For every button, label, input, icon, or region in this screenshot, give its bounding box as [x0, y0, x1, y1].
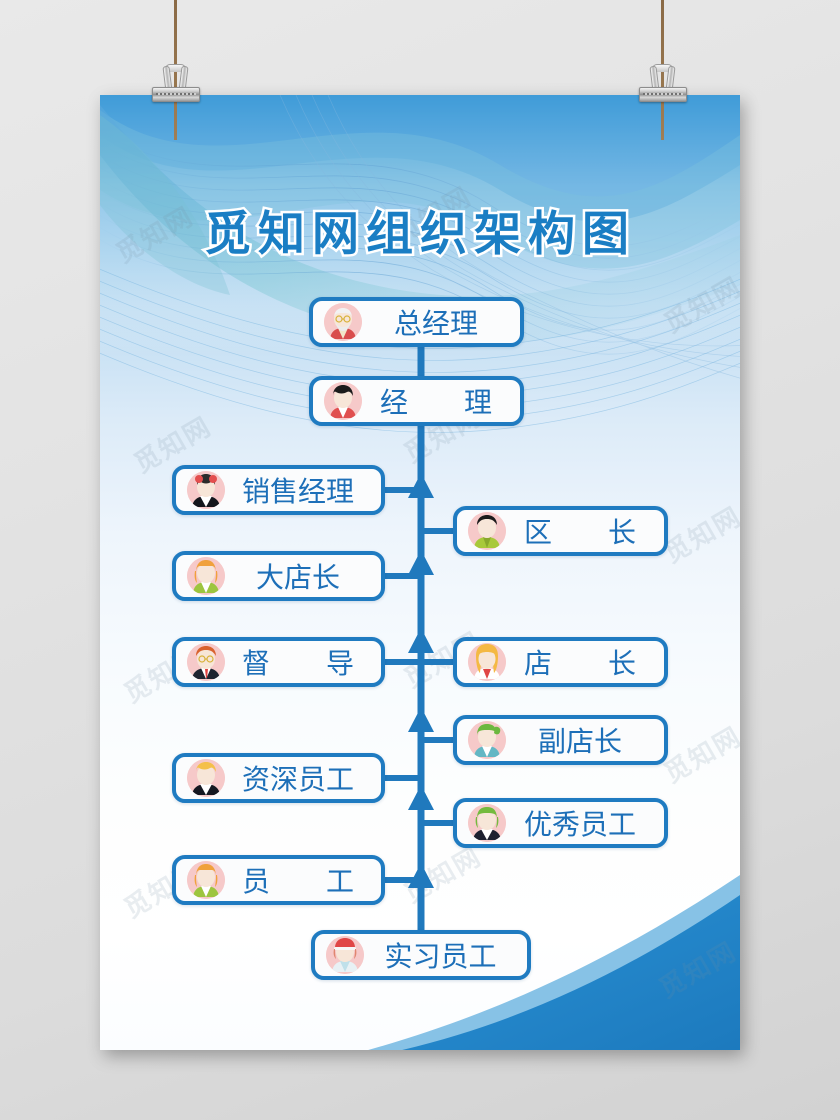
- poster: 觅知网 觅知网 觅知网 觅知网 觅知网 觅知网 觅知网 觅知网 觅知网 觅知网 …: [100, 95, 740, 1050]
- elder-man-glasses-beard-avatar: [324, 303, 362, 341]
- woman-orange-hair-green-vest-avatar: [187, 557, 225, 595]
- org-node-label: 总经理: [393, 307, 478, 340]
- org-node-big-store-manager[interactable]: 大店长: [172, 551, 385, 601]
- org-node-district-manager[interactable]: 区 长: [453, 506, 668, 556]
- woman-blonde-long-hair-avatar: [468, 643, 506, 681]
- clip-jaw: [152, 87, 200, 102]
- org-node-label: 实习员工: [384, 940, 497, 973]
- org-node-intern-employee[interactable]: 实习员工: [311, 930, 531, 980]
- org-node-label: 员 工: [241, 865, 354, 898]
- binder-clip-right: [639, 62, 687, 102]
- org-node-label: 经 理: [379, 386, 492, 419]
- woman-orange-hair-green-top-avatar: [187, 861, 225, 899]
- org-node-sales-manager[interactable]: 销售经理: [172, 465, 385, 515]
- man-dark-hair-green-shirt-avatar: [468, 512, 506, 550]
- org-node-label: 副店长: [537, 725, 622, 758]
- clip-jaw: [639, 87, 687, 102]
- woman-green-hair-teal-top-avatar: [468, 721, 506, 759]
- man-blonde-dark-suit-avatar: [187, 759, 225, 797]
- binder-clip-left: [152, 62, 200, 102]
- org-node-label: 大店长: [255, 561, 340, 594]
- org-chart: 总经理 经 理: [100, 95, 740, 1050]
- org-node-employee[interactable]: 员 工: [172, 855, 385, 905]
- org-node-label: 店 长: [523, 647, 636, 680]
- org-node-general-manager[interactable]: 总经理: [309, 297, 524, 347]
- org-node-excellent-employee[interactable]: 优秀员工: [453, 798, 668, 848]
- background-waves: [100, 95, 740, 1050]
- page-title: 觅知网组织架构图: [202, 205, 636, 265]
- man-glasses-red-tie-avatar: [187, 643, 225, 681]
- org-node-label: 区 长: [523, 516, 636, 549]
- org-node-manager[interactable]: 经 理: [309, 376, 524, 426]
- org-node-deputy-store-manager[interactable]: 副店长: [453, 715, 668, 765]
- org-node-senior-employee[interactable]: 资深员工: [172, 753, 385, 803]
- intern-red-cap-avatar: [326, 936, 364, 974]
- org-node-label: 销售经理: [241, 475, 354, 508]
- woman-red-bow-suit-avatar: [187, 471, 225, 509]
- org-node-label: 优秀员工: [523, 808, 636, 841]
- org-node-store-manager[interactable]: 店 长: [453, 637, 668, 687]
- black-hair-man-avatar: [324, 382, 362, 420]
- org-node-label: 资深员工: [241, 763, 354, 796]
- org-node-label: 督 导: [241, 647, 354, 680]
- person-green-hair-dark-suit-avatar: [468, 804, 506, 842]
- org-node-supervisor[interactable]: 督 导: [172, 637, 385, 687]
